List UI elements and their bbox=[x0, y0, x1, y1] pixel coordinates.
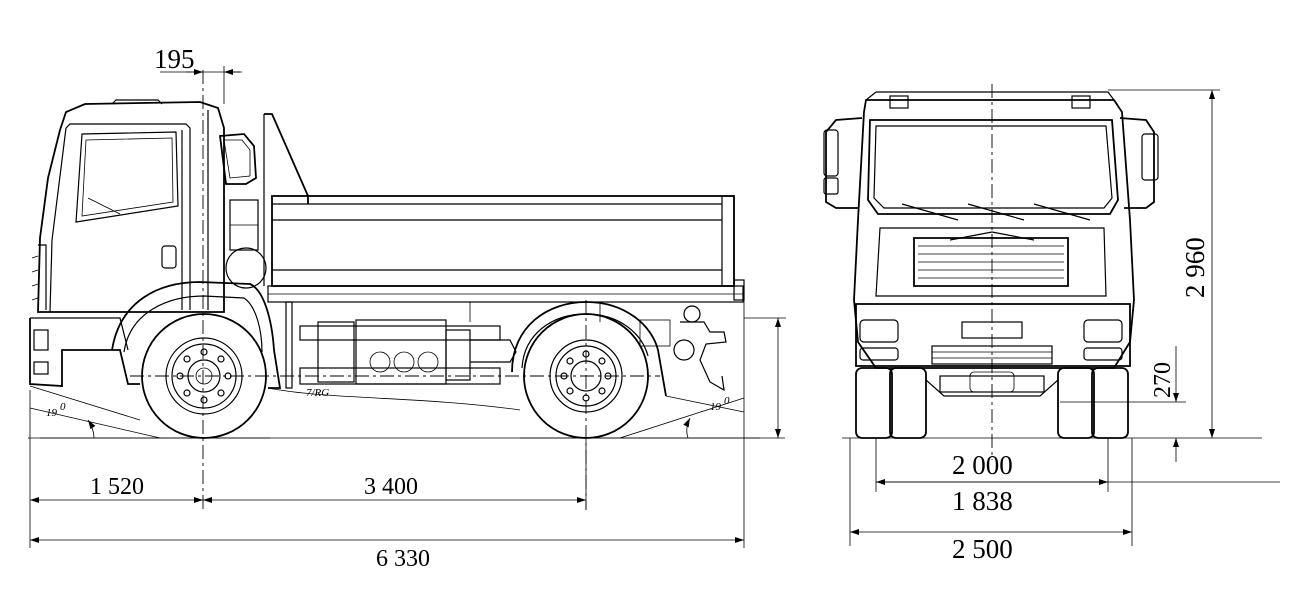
overall-height-label: 2 960 bbox=[1180, 237, 1210, 298]
front-cab bbox=[823, 91, 1159, 369]
overall-height-dimension: 2 960 bbox=[1108, 89, 1220, 438]
underbody-curve bbox=[29, 385, 745, 421]
front-view: 2 960 270 2 000 1 838 2 500 bbox=[823, 84, 1280, 564]
svg-text:7/RG: 7/RG bbox=[306, 387, 329, 399]
cab-offset-dimension: 195 bbox=[154, 44, 242, 75]
departure-angle-label: 19 bbox=[710, 401, 722, 413]
rear-track-label: 1 838 bbox=[952, 486, 1013, 516]
overall-length-label: 6 330 bbox=[376, 546, 430, 572]
width-dimensions: 2 000 1 838 2 500 bbox=[849, 438, 1280, 564]
side-view: 7/RG bbox=[28, 44, 786, 572]
overall-width-label: 2 500 bbox=[952, 534, 1013, 564]
front-track-label: 2 000 bbox=[952, 450, 1013, 480]
chassis-frame: 7/RG bbox=[267, 285, 744, 399]
approach-angle: 19 0 bbox=[29, 401, 270, 439]
ground-clearance-dimension: 270 bbox=[1060, 346, 1186, 462]
cab bbox=[31, 99, 267, 313]
rear-wheel bbox=[511, 301, 667, 439]
approach-angle-label: 19 bbox=[46, 407, 58, 419]
length-dimensions: 1 520 3 400 6 330 bbox=[29, 300, 745, 572]
cab-offset-label: 195 bbox=[154, 44, 195, 74]
side-height-dimension bbox=[744, 317, 786, 438]
front-overhang-label: 1 520 bbox=[90, 474, 144, 500]
departure-angle: 19 0 bbox=[520, 395, 760, 439]
departure-angle-unit: 0 bbox=[724, 395, 730, 407]
front-bumper bbox=[29, 281, 282, 389]
approach-angle-unit: 0 bbox=[60, 401, 66, 413]
ground-clearance-label: 270 bbox=[1150, 362, 1176, 398]
wheelbase-label: 3 400 bbox=[364, 474, 418, 500]
tipper-body bbox=[263, 113, 745, 322]
